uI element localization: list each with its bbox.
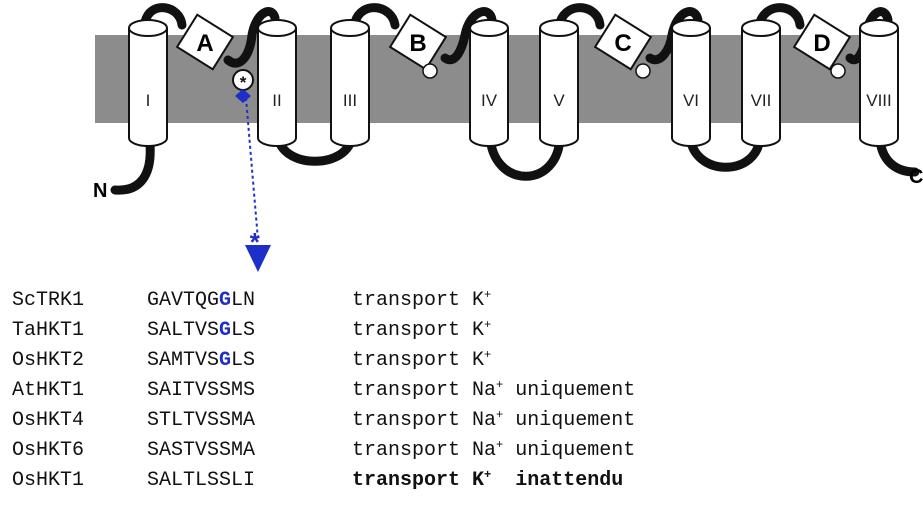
alignment-row: ScTRK1 GAVTQGGLN transport K+	[12, 286, 635, 316]
n-terminus-tail	[110, 140, 155, 195]
ion-label: K+	[472, 318, 492, 342]
protein-name: ScTRK1	[12, 289, 85, 312]
protein-name: OsHKT2	[12, 349, 85, 372]
sequence-alignment-table: ScTRK1 GAVTQGGLN transport K+ TaHKT1 SALTVSG…	[12, 286, 635, 496]
site-marker-star: *	[247, 230, 263, 260]
loop-box-c: C	[593, 13, 653, 71]
ion-label: K+	[472, 348, 492, 372]
helix-i: I	[128, 19, 168, 147]
protein-name: OsHKT4	[12, 409, 85, 432]
key-residue: G	[219, 349, 232, 372]
transport-note: inattendu	[491, 469, 624, 492]
transport-description: transport K+ inattendu	[352, 468, 624, 492]
protein-name: AtHKT1	[12, 379, 85, 402]
helix-v: V	[539, 19, 579, 147]
ion-label: Na+	[472, 438, 504, 462]
sequence-motif: SAITVSSMS	[147, 379, 256, 402]
transport-description: transport K+	[352, 318, 492, 342]
ion-label: K+	[472, 468, 492, 492]
loop-connectors	[110, 3, 920, 195]
loop-label: C	[614, 30, 631, 57]
alignment-row: OsHKT2 SAMTVSGLS transport K+	[12, 346, 635, 376]
helix-ii: II	[257, 19, 297, 147]
transport-description: transport K+	[352, 288, 492, 312]
loop-box-b: B	[388, 13, 448, 71]
helix-iv: IV	[469, 19, 509, 147]
loop-label: D	[813, 30, 830, 57]
loop-box-group: A B C D	[175, 13, 852, 71]
alignment-row: AtHKT1 SAITVSSMS transport Na+ uniquement	[12, 376, 635, 406]
sequence-motif: SAMTVSGLS	[147, 349, 256, 372]
sequence-motif: SALTVSGLS	[147, 319, 256, 342]
alignment-row: OsHKT4 STLTVSSMA transport Na+ uniquement	[12, 406, 635, 436]
helix-viii: VIII	[859, 19, 899, 147]
helix-label: VII	[751, 91, 772, 110]
alignment-row: TaHKT1 SALTVSGLS transport K+	[12, 316, 635, 346]
key-residue: S	[219, 409, 232, 432]
helix-label: IV	[481, 91, 498, 110]
helix-iii: III	[330, 19, 370, 147]
helix-label: VIII	[866, 91, 892, 110]
transport-description: transport Na+ uniquement	[352, 378, 636, 402]
transport-note: uniquement	[503, 379, 636, 402]
ion-label: Na+	[472, 378, 504, 402]
sequence-motif: SASTVSSMA	[147, 439, 256, 462]
ion-label: Na+	[472, 408, 504, 432]
helix-vi: VI	[671, 19, 711, 147]
key-residue: G	[219, 289, 232, 312]
sequence-motif: STLTVSSMA	[147, 409, 256, 432]
protein-name: TaHKT1	[12, 319, 85, 342]
sequence-motif: GAVTQGGLN	[147, 289, 256, 312]
marked-residue-symbol: *	[240, 73, 247, 92]
key-residue: G	[219, 319, 232, 342]
transport-description: transport Na+ uniquement	[352, 408, 636, 432]
n-terminus-label: N	[93, 180, 107, 202]
alignment-row: OsHKT6 SASTVSSMA transport Na+ uniquement	[12, 436, 635, 466]
transport-description: transport K+	[352, 348, 492, 372]
transport-note: uniquement	[503, 439, 636, 462]
helix-label: VI	[683, 91, 699, 110]
helix-label: II	[272, 91, 281, 110]
helix-vii: VII	[741, 19, 781, 147]
loop-box-a: A	[175, 13, 235, 71]
key-residue: S	[219, 439, 232, 462]
transport-description: transport Na+ uniquement	[352, 438, 636, 462]
alignment-row: OsHKT1 SALTLSSLI transport K+ inattendu	[12, 466, 635, 496]
sequence-motif: SALTLSSLI	[147, 469, 256, 492]
loop-box-d: D	[792, 13, 852, 71]
helix-label: V	[553, 91, 565, 110]
c-terminus-label: C	[909, 166, 923, 188]
key-residue: S	[219, 469, 232, 492]
helix-label: I	[146, 91, 151, 110]
ion-label: K+	[472, 288, 492, 312]
transport-note: uniquement	[503, 409, 636, 432]
site-pointer	[235, 89, 271, 272]
helix-label: III	[343, 91, 357, 110]
key-residue: S	[219, 379, 232, 402]
loop-label: A	[196, 30, 213, 57]
protein-name: OsHKT1	[12, 469, 85, 492]
junction-circles	[422, 63, 846, 79]
loop-label: B	[409, 30, 426, 57]
protein-name: OsHKT6	[12, 439, 85, 462]
